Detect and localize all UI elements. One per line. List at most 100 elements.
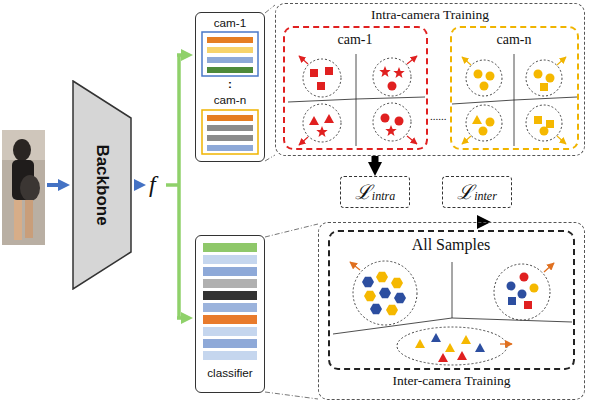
cam1-clusters: [407, 136, 417, 144]
cam1-clusters: [373, 103, 411, 141]
camn-clusters: [474, 70, 483, 79]
cam1-clusters: [310, 69, 318, 77]
camn-clusters: [540, 83, 548, 91]
camn-clusters: [480, 82, 489, 91]
person-photo: [13, 139, 31, 161]
trapezoid-shape: [73, 81, 131, 289]
camn-clusters: [452, 54, 577, 146]
ellipsis: ......: [430, 110, 447, 122]
memory-bars: [207, 135, 253, 141]
cam1-clusters: [407, 56, 417, 64]
input-arrows: [47, 183, 64, 187]
cam1-clusters: [317, 82, 325, 90]
node-text: Inter-camera Training: [319, 373, 584, 389]
inter-clusters: [370, 304, 382, 314]
camn-clusters: [462, 136, 471, 144]
classifier-bars: [203, 327, 257, 336]
inter-clusters: [415, 333, 485, 362]
inter-clusters: [461, 335, 471, 344]
classifier-bars: [203, 279, 257, 288]
feature-symbol: f: [149, 171, 156, 198]
cam1-clusters: [325, 67, 333, 75]
classifier-bars: [203, 351, 257, 360]
cam1-clusters: [393, 67, 404, 78]
cam1-clusters: [379, 66, 390, 77]
person-photo: [20, 175, 40, 201]
zoom-lines: [265, 392, 318, 399]
inter-clusters: [391, 278, 403, 288]
camn-clusters: [514, 97, 577, 100]
inter-clusters: [544, 263, 554, 272]
inter-clusters: [353, 261, 550, 365]
person-photo: [25, 200, 33, 238]
cam1-clusters: [303, 59, 341, 97]
camn-clusters: [557, 136, 566, 144]
node-text: Intra-camera Training: [276, 7, 584, 23]
cam1-clusters: [316, 126, 327, 137]
inter-clusters: [475, 343, 485, 352]
inter-clusters: [415, 339, 425, 348]
inter-clusters: [386, 305, 398, 315]
inter-clusters: [457, 351, 467, 360]
cam1-clusters: [381, 114, 390, 123]
memory-bars: [207, 67, 253, 73]
cam1-clusters: [385, 125, 396, 136]
inter-clusters: [438, 353, 448, 362]
camn-clusters: [486, 72, 495, 81]
node-text: cam-n: [452, 32, 577, 48]
classifier-bars: [203, 315, 257, 324]
classifier-bars: [203, 267, 257, 276]
person-photo: [14, 200, 22, 240]
cam1-clusters: [356, 54, 357, 99]
zoom-lines: [265, 155, 275, 161]
feature-branches: [177, 55, 181, 318]
zoom-lines: [265, 224, 318, 237]
camn-clusters: [452, 54, 577, 146]
cam1-clusters: [309, 116, 319, 125]
inter-clusters: [394, 293, 406, 303]
camn-clusters: [514, 54, 515, 100]
inter-clusters: [364, 291, 376, 301]
memory-bars: [207, 115, 253, 121]
cam1-box: cam-1: [283, 26, 428, 150]
cam1-clusters: [324, 114, 334, 123]
camn-clusters: [462, 57, 471, 65]
inter-clusters: [494, 264, 550, 320]
cam1-clusters: [356, 99, 357, 146]
inter-clusters: [507, 282, 516, 291]
inter-clusters: [350, 262, 554, 344]
camn-box: cam-n: [450, 26, 579, 150]
inter-clusters: [333, 262, 572, 334]
person-photo: [2, 130, 45, 245]
inter-clusters: [350, 262, 360, 270]
inter-clusters: [452, 262, 453, 318]
camn-clusters: [526, 105, 562, 141]
cam1-clusters: [395, 117, 404, 126]
zoom-lines: [265, 5, 275, 13]
all-samples-box: All Samples: [328, 230, 575, 370]
cam1-clusters: [309, 66, 405, 137]
cam1-clusters: [299, 56, 417, 145]
camn-clusters: [479, 127, 488, 136]
intra-training-box: cam-1 cam-n Intra-camera Training: [275, 3, 585, 156]
node-text: Backbone: [92, 144, 112, 225]
inter-clusters: [445, 343, 455, 352]
classifier-bars: [203, 339, 257, 348]
feature-branches: [177, 316, 187, 320]
loss-box: ℒintra: [340, 176, 410, 208]
camn-clusters: [514, 100, 515, 146]
memory-bars: [207, 47, 253, 53]
block-arrow: [372, 156, 379, 162]
inter-clusters: [508, 297, 516, 305]
camn-clusters: [466, 60, 562, 141]
inter-clusters: [362, 277, 374, 287]
memory-bars: [207, 37, 253, 43]
node-text: classifier: [196, 366, 264, 379]
camn-clusters: [534, 70, 543, 79]
camn-clusters: [540, 127, 549, 136]
node-text: ℒ: [355, 181, 372, 204]
camn-clusters: [534, 116, 542, 124]
memory-bars: [202, 32, 258, 76]
person-photo: [2, 130, 45, 160]
